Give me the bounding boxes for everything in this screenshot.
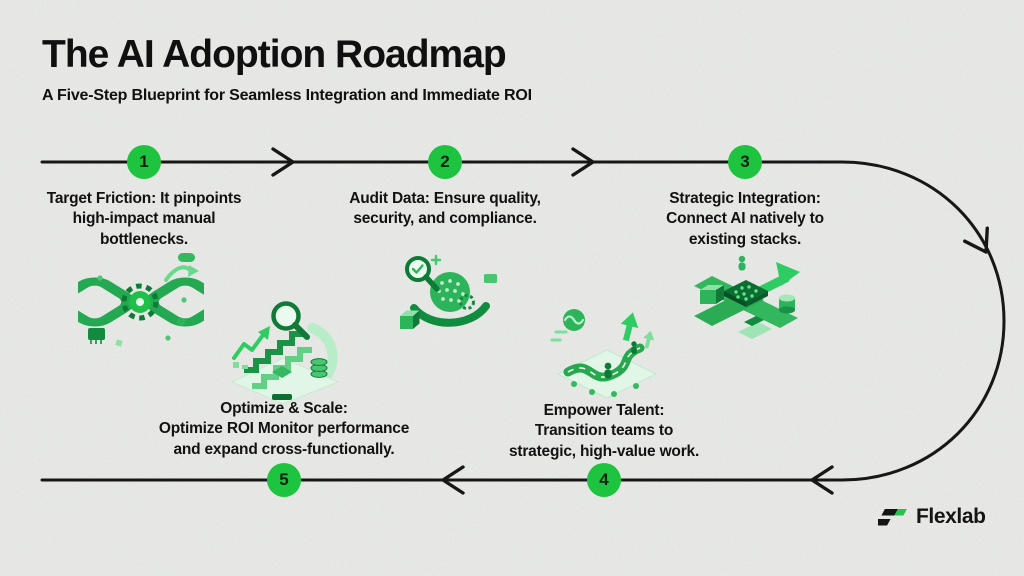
flexlab-bolt-icon [878,509,907,526]
step-circle-3: 3 [728,145,762,179]
step-circle-2: 2 [428,145,462,179]
arrow-right-icon [571,147,595,177]
up-arrow-icon [620,312,639,342]
step-number: 1 [139,152,149,171]
plus-sparkle-icon [430,254,442,266]
arrow-left-icon [810,465,834,495]
optimize-scale-stairs-illustration [230,301,340,404]
chip-icon [724,280,768,307]
chip-icon [88,328,105,344]
step-circle-4: 4 [587,463,621,497]
step-circle-1: 1 [127,145,161,179]
page-subtitle: A Five-Step Blueprint for Seamless Integ… [42,86,532,104]
step-label-2: Audit Data: Ensure quality, security, an… [349,190,541,228]
gear-icon [459,294,475,310]
roadmap-curve [40,160,1006,482]
talent-growth-path-illustration [550,309,658,398]
database-icon [779,294,795,314]
step-circle-5: 5 [267,463,301,497]
flag-icon [484,274,497,283]
tile-icon [272,366,292,378]
step-number: 3 [740,152,750,171]
brand-name: Flexlab [916,505,986,528]
server-box-icon [700,285,724,304]
gear-icon [121,283,159,321]
up-arrow-icon [643,330,655,349]
coins-icon [310,358,328,378]
cube-icon [400,310,420,329]
arrow-left-icon [441,465,465,495]
step-label-3: Strategic Integration: Connect AI native… [666,190,824,248]
integration-crossroads-chip-illustration [694,255,800,339]
laptop-icon [738,316,772,339]
arrow-curve-down-icon [963,226,989,254]
magnifier-icon [271,301,310,340]
step-label-4: Empower Talent: Transition teams to stra… [508,402,700,460]
brand-logo: Flexlab [878,503,986,531]
arrow-right-icon [271,147,295,177]
brain-icon [563,309,585,331]
cloud-icon [178,253,195,262]
step-number: 2 [440,152,450,171]
step-label-5: Optimize & Scale: Optimize ROI Monitor p… [158,400,410,458]
data-audit-magnifier-illustration [400,254,497,329]
person-icon [604,362,612,379]
bottleneck-pipeline-gear-illustration [78,253,204,347]
page-title: The AI Adoption Roadmap [42,33,507,76]
step-label-1: Target Friction: It pinpoints high-impac… [46,190,242,248]
magnifier-icon [405,256,440,292]
header: The AI Adoption Roadmap A Five-Step Blue… [42,33,532,105]
person-icon [631,341,637,354]
step-number: 5 [279,470,289,489]
chart-arrow-icon [232,326,270,369]
step-number: 4 [599,470,609,489]
person-icon [738,255,746,271]
